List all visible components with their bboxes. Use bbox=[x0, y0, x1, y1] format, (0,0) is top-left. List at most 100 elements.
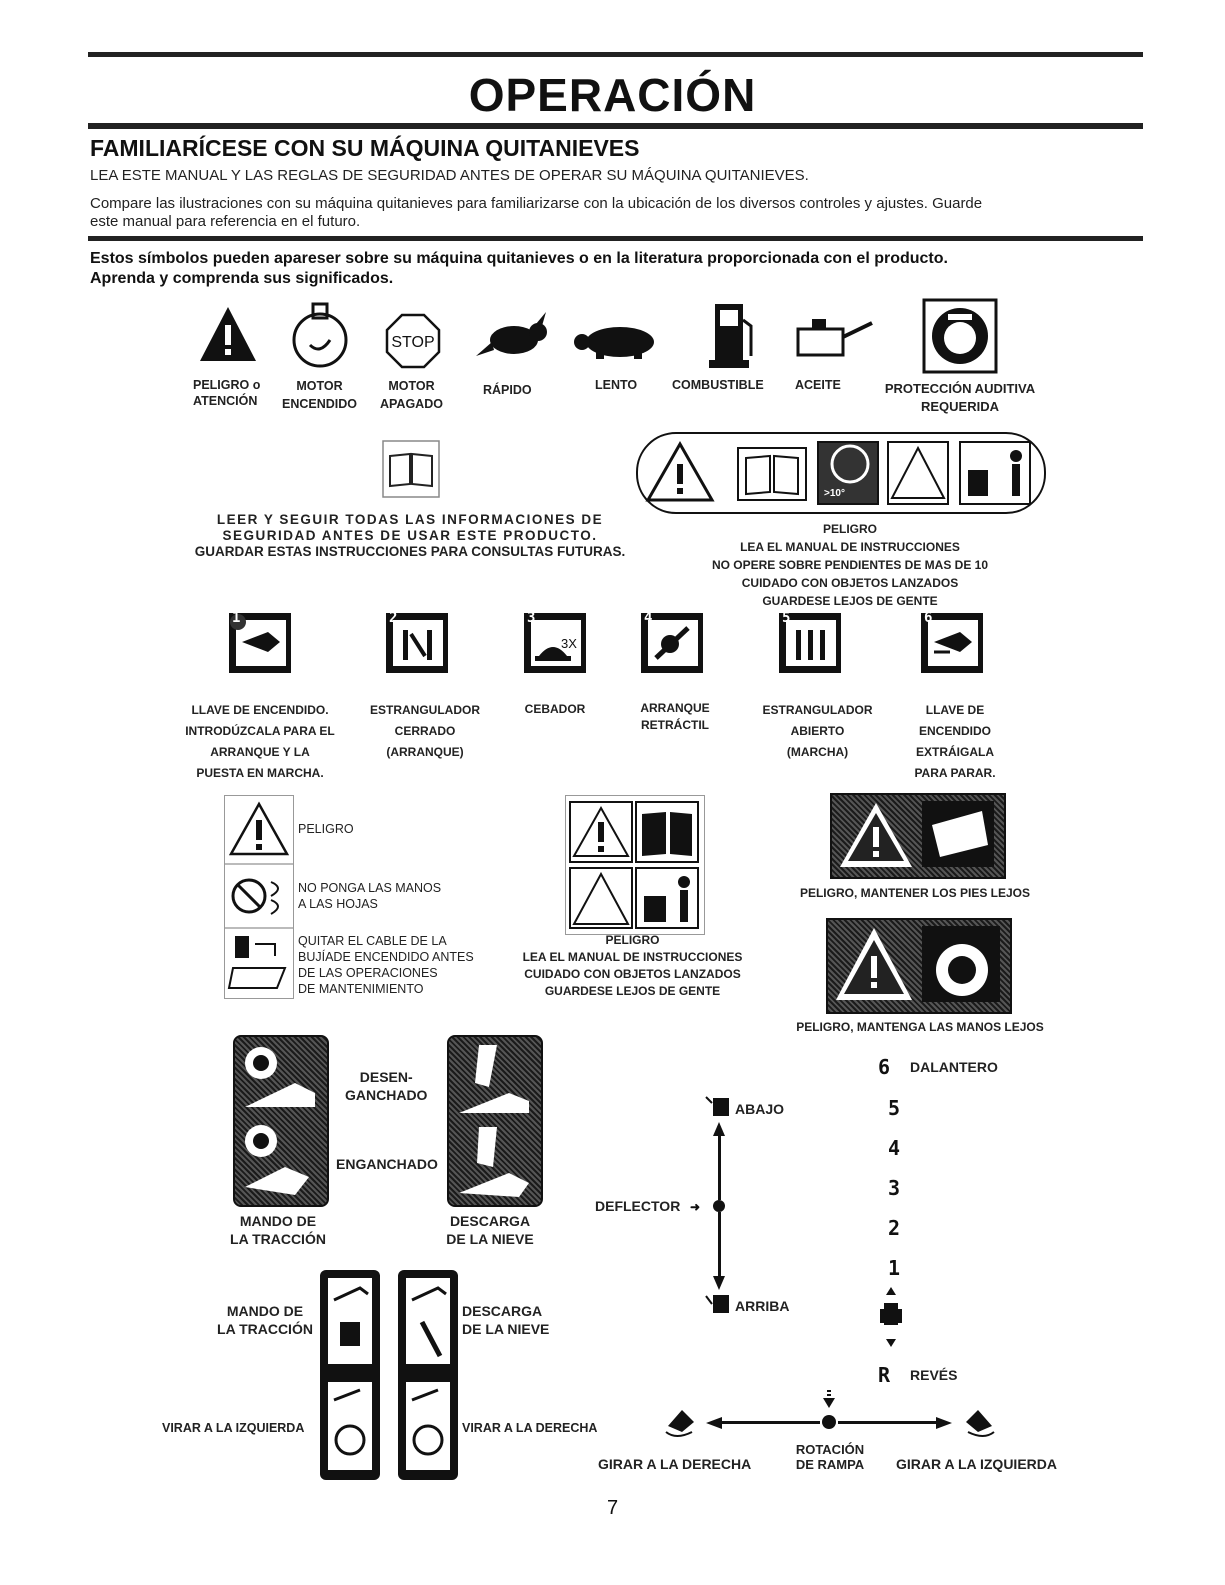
deflector-label: DEFLECTOR bbox=[595, 1198, 681, 1214]
label-rapido: RÁPIDO bbox=[483, 383, 532, 397]
deflector-axis-top bbox=[718, 1135, 721, 1200]
danger-label-left bbox=[224, 795, 294, 999]
step-4-icon: 4 bbox=[640, 610, 704, 674]
hearing-protection-icon bbox=[922, 298, 998, 374]
speed-4: 4 bbox=[888, 1136, 901, 1160]
top-rule bbox=[88, 52, 1143, 57]
deflector-pointer-icon: ➜ bbox=[690, 1200, 701, 1214]
oil-can-icon bbox=[790, 315, 875, 360]
rotate-right-icon bbox=[662, 1402, 702, 1438]
rotate-axis-left bbox=[722, 1421, 820, 1424]
rotate-left-icon bbox=[958, 1402, 998, 1438]
step-5-number: 5 bbox=[782, 610, 791, 626]
deflector-arriba: ARRIBA bbox=[735, 1298, 790, 1314]
step-4-number: 4 bbox=[644, 610, 653, 626]
enganchado-label: ENGANCHADO bbox=[336, 1156, 438, 1172]
step-1-number: 1 bbox=[232, 610, 241, 626]
rabbit-icon bbox=[472, 312, 552, 362]
manual-book-icon bbox=[382, 440, 440, 498]
step-3-badge: 3X bbox=[561, 636, 577, 651]
step-6-number: 6 bbox=[924, 610, 933, 626]
step-2-number: 2 bbox=[389, 610, 398, 626]
step-6-icon: 6 bbox=[920, 610, 984, 674]
slope-label: >10° bbox=[824, 488, 845, 499]
intro-line-2a: Compare las ilustraciones con su máquina… bbox=[90, 195, 983, 212]
deflector-center-dot bbox=[713, 1200, 725, 1212]
stop-text: STOP bbox=[391, 334, 434, 351]
left-handle-grip[interactable] bbox=[320, 1270, 380, 1480]
symbols-line-2: Aprenda y comprenda sus significados. bbox=[90, 270, 394, 287]
danger-feet-icon bbox=[830, 793, 1006, 879]
speed-reverse-glyph: R bbox=[878, 1363, 891, 1387]
label-combustible: COMBUSTIBLE bbox=[672, 378, 764, 392]
rotate-right-label: GIRAR A LA DERECHA bbox=[598, 1456, 752, 1472]
danger-label-center bbox=[565, 795, 705, 935]
danger-triangle-icon bbox=[198, 305, 258, 365]
manual-instructions: LEER Y SEGUIR TODAS LAS INFORMACIONES DE… bbox=[194, 512, 626, 559]
rotate-right-arrow bbox=[706, 1417, 722, 1429]
deflector-up-arrow bbox=[713, 1122, 725, 1136]
speed-2: 2 bbox=[888, 1216, 901, 1240]
rotate-center-pointer bbox=[823, 1390, 835, 1410]
rotate-left-label: GIRAR A LA IZQUIERDA bbox=[896, 1456, 1057, 1472]
engine-off-icon: STOP bbox=[385, 313, 441, 369]
page-number: 7 bbox=[606, 1497, 619, 1519]
desenganchado-label: DESEN-GANCHADO bbox=[345, 1069, 428, 1103]
step-1-icon: 1 bbox=[228, 610, 292, 674]
deflector-down-arrow bbox=[713, 1276, 725, 1290]
step-5-icon: 5 bbox=[778, 610, 842, 674]
rotate-axis-right bbox=[838, 1421, 936, 1424]
symbols-line-1: Estos símbolos pueden apareser sobre su … bbox=[90, 250, 948, 267]
speed-forward-glyph: 6 bbox=[878, 1055, 891, 1079]
fuel-pump-icon bbox=[705, 300, 755, 370]
deflector-abajo: ABAJO bbox=[735, 1101, 785, 1117]
chute-up-icon bbox=[702, 1292, 732, 1314]
step-3-number: 3 bbox=[527, 610, 536, 626]
turn-right-label: VIRAR A LA DERECHA bbox=[462, 1421, 598, 1435]
step-2-icon: 2 bbox=[385, 610, 449, 674]
warning-strip: >10° bbox=[636, 432, 1046, 514]
speed-reverse-label: REVÉS bbox=[910, 1367, 958, 1383]
danger-left-peligro: PELIGRO bbox=[298, 822, 354, 836]
chute-down-icon bbox=[702, 1095, 732, 1117]
label-aceite: ACEITE bbox=[795, 378, 841, 392]
discharge-lever-panel bbox=[447, 1035, 543, 1207]
section-heading: FAMILIARÍCESE CON SU MÁQUINA QUITANIEVES bbox=[90, 135, 640, 161]
speed-5: 5 bbox=[888, 1096, 901, 1120]
label-lento: LENTO bbox=[595, 378, 638, 392]
warning-strip-text: PELIGRO LEA EL MANUAL DE INSTRUCCIONES N… bbox=[711, 522, 989, 608]
step-3-label: CEBADOR bbox=[524, 702, 586, 716]
intro-rule bbox=[88, 236, 1143, 241]
danger-hands-text: PELIGRO, MANTENGA LAS MANOS LEJOS bbox=[796, 1020, 1044, 1034]
danger-hands-icon bbox=[826, 918, 1012, 1014]
page-title: OPERACIÓN bbox=[468, 69, 757, 121]
intro-line-2b: este manual para referencia en el futuro… bbox=[90, 213, 361, 230]
engine-on-icon bbox=[285, 300, 355, 370]
intro-line-1: LEA ESTE MANUAL Y LAS REGLAS DE SEGURIDA… bbox=[90, 167, 809, 184]
step-3-icon: 3 3X bbox=[523, 610, 587, 674]
snowblower-speed-icon bbox=[878, 1285, 904, 1349]
turtle-icon bbox=[570, 320, 665, 360]
turn-left-label: VIRAR A LA IZQUIERDA bbox=[162, 1421, 305, 1435]
speed-forward-label: DALANTERO bbox=[910, 1059, 998, 1075]
traction-lever-panel bbox=[233, 1035, 329, 1207]
danger-feet-text: PELIGRO, MANTENER LOS PIES LEJOS bbox=[799, 886, 1031, 900]
right-handle-grip[interactable] bbox=[398, 1270, 458, 1480]
